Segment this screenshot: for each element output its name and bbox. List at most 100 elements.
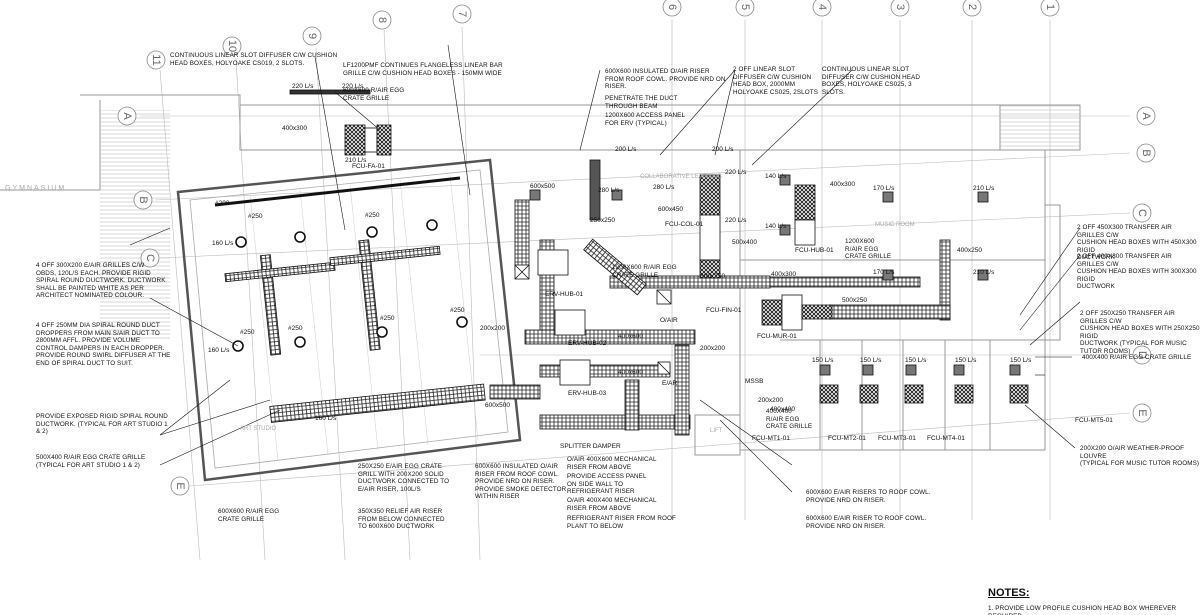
room-gymnasium: GYMNASIUM	[5, 185, 66, 192]
svg-text:400x600: 400x600	[618, 333, 643, 340]
room-music: MUSIC ROOM	[875, 222, 915, 228]
svg-text:E/AR: E/AR	[662, 380, 677, 387]
svg-text:200x200: 200x200	[480, 325, 505, 332]
note-refrigerant-riser: REFRIGERANT RISER FROM ROOF PLANT TO BEL…	[567, 515, 676, 530]
svg-text:7: 7	[456, 11, 468, 17]
svg-text:210 L/s: 210 L/s	[973, 269, 995, 276]
svg-text:150 L/s: 150 L/s	[860, 357, 882, 364]
svg-text:1: 1	[1044, 4, 1056, 10]
equipment-labels: FCU-FA-01 FCU-COL-01 FCU-HUB-01 FCU-FIN-…	[352, 163, 1113, 450]
note-250x250-eair: 250x250 E/AIR EGG CRATE GRILL WITH 200x2…	[358, 463, 450, 493]
room-collab: COLLABORATIVE LEARNING	[640, 174, 722, 180]
grid-bubble-11	[146, 50, 166, 70]
note-4off-grilles: 4 OFF 300x200 E/AIR GRILLES C/W OBDs, 12…	[36, 262, 166, 300]
svg-text:D: D	[1136, 351, 1148, 359]
svg-text:170 L/s: 170 L/s	[873, 269, 895, 276]
svg-text:ERV-HUB-03: ERV-HUB-03	[568, 390, 607, 397]
svg-text:150 L/s: 150 L/s	[812, 357, 834, 364]
svg-text:400x300: 400x300	[771, 271, 796, 278]
svg-text:140 L/s: 140 L/s	[765, 223, 787, 230]
ductwork	[214, 89, 1029, 436]
svg-text:200x200: 200x200	[700, 345, 725, 352]
svg-text:#250: #250	[288, 325, 303, 332]
grid-bubble-4	[812, 0, 832, 17]
svg-text:210 L/s: 210 L/s	[345, 157, 367, 164]
svg-text:FCU-FIN-01: FCU-FIN-01	[706, 307, 742, 314]
svg-text:140 L/s: 140 L/s	[765, 173, 787, 180]
svg-text:B: B	[137, 196, 149, 203]
svg-text:C: C	[144, 254, 156, 262]
svg-text:160 L/s: 160 L/s	[212, 240, 234, 247]
svg-text:FCU-MT2-01: FCU-MT2-01	[828, 435, 866, 442]
svg-text:#200: #200	[215, 200, 230, 207]
svg-text:9: 9	[306, 33, 318, 39]
svg-text:400x300: 400x300	[282, 125, 307, 132]
note-oair-riser-smoke: 600x600 INSULATED O/AIR RISER FROM ROOF …	[475, 463, 567, 501]
svg-text:400x300: 400x300	[830, 181, 855, 188]
svg-text:500x250: 500x250	[842, 297, 867, 304]
svg-text:300x250: 300x250	[700, 273, 725, 280]
svg-text:MSSB: MSSB	[745, 378, 763, 385]
note-400x400-grille: 400x400 R/AIR EGG CRATE GRILLE	[1082, 354, 1192, 361]
svg-text:8: 8	[376, 17, 388, 23]
svg-text:#250: #250	[380, 315, 395, 322]
svg-text:400x250: 400x250	[957, 247, 982, 254]
grid-bubble-2	[962, 0, 982, 17]
svg-text:10: 10	[226, 40, 238, 52]
grille-label-400x400: 400x400 R/AIR EGG CRATE GRILLE	[766, 408, 813, 431]
svg-text:#250: #250	[248, 213, 263, 220]
grid-bubble-5	[735, 0, 755, 17]
svg-text:A: A	[1140, 112, 1152, 120]
svg-text:200 L/s: 200 L/s	[615, 146, 637, 153]
round-diffusers	[232, 219, 468, 352]
note-oair-400x600: O/AIR 400x600 MECHANICAL RISER FROM ABOV…	[567, 456, 657, 471]
svg-text:150 L/s: 150 L/s	[955, 357, 977, 364]
note-relief-riser: 350x350 RELIEF AIR RISER FROM BELOW CONN…	[358, 508, 445, 531]
building-walls	[0, 94, 1081, 456]
svg-text:2: 2	[966, 4, 978, 10]
svg-text:400x600: 400x600	[618, 369, 643, 376]
supply-duct-top	[214, 176, 461, 207]
note-weatherproof-louvre: 200x200 O/AIR WEATHER-PROOF LOUVRE (TYPI…	[1080, 445, 1200, 468]
svg-text:210 L/s: 210 L/s	[973, 185, 995, 192]
note-oair-riser-roof: 600x600 INSULATED O/AIR RISER FROM ROOF …	[605, 68, 726, 91]
svg-text:SPLITTER DAMPER: SPLITTER DAMPER	[560, 443, 621, 450]
svg-text:150 L/s: 150 L/s	[905, 357, 927, 364]
svg-text:A: A	[121, 112, 133, 120]
duct-labels: 220 L/s 220 L/s 210 L/s 200 L/s 200 L/s …	[208, 83, 1032, 422]
svg-text:O/AIR: O/AIR	[660, 317, 678, 324]
svg-text:220 L/s: 220 L/s	[725, 217, 747, 224]
note-450x300-transfer: 2 OFF 450x300 TRANSFER AIR GRILLES C/W C…	[1077, 224, 1197, 262]
grille-label-1200x600b: 1200x600 R/AIR EGG CRATE GRILLE	[845, 238, 892, 261]
leader-lines	[129, 44, 1081, 493]
grid-bubble-1	[1040, 0, 1060, 17]
svg-text:E: E	[1136, 409, 1148, 416]
svg-text:ERV-HUB-02: ERV-HUB-02	[568, 340, 607, 347]
note-penetrate-beam: PENETRATE THE DUCT THROUGH BEAM	[605, 95, 678, 110]
grid-bubble-8	[372, 10, 392, 30]
grid-lines	[140, 20, 1131, 561]
note-eair-riser: 600x600 E/AIR RISER TO ROOF COWL. PROVID…	[806, 515, 927, 530]
svg-text:220 L/s: 220 L/s	[342, 83, 364, 90]
svg-text:FCU-COL-01: FCU-COL-01	[665, 221, 704, 228]
svg-text:200 L/s: 200 L/s	[712, 146, 734, 153]
note-600-grille-top-visible: 600x600 R/AIR EGG CRATE GRILLE	[343, 87, 405, 102]
bleachers	[100, 110, 170, 340]
svg-text:500x400: 500x400	[732, 239, 757, 246]
svg-text:200x200: 200x200	[758, 397, 783, 404]
notes-heading: NOTES:	[988, 587, 1030, 599]
grid-bubble-10	[222, 36, 242, 56]
svg-text:600x450: 600x450	[658, 206, 683, 213]
svg-text:5: 5	[739, 4, 751, 10]
svg-text:B: B	[1140, 149, 1152, 156]
svg-text:160 L/s: 160 L/s	[208, 347, 230, 354]
note-400x300-transfer: 2 OFF 400x300 TRANSFER AIR GRILLES C/W C…	[1077, 253, 1197, 291]
svg-text:250x250: 250x250	[590, 217, 615, 224]
note-600x600-grille-bottom: 600x600 R/AIR EGG CRATE GRILLE	[218, 508, 280, 523]
note-500x400-grille: 500x400 R/AIR EGG CRATE GRILLE (TYPICAL …	[36, 454, 146, 469]
room-art-studio: ART STUDIO	[240, 426, 276, 432]
note-continuous-slot-cs025: CONTINUOUS LINEAR SLOT DIFFUSER C/W CUSH…	[822, 66, 921, 96]
gymnasium-block	[176, 158, 522, 482]
room-lift: LIFT	[710, 428, 723, 434]
